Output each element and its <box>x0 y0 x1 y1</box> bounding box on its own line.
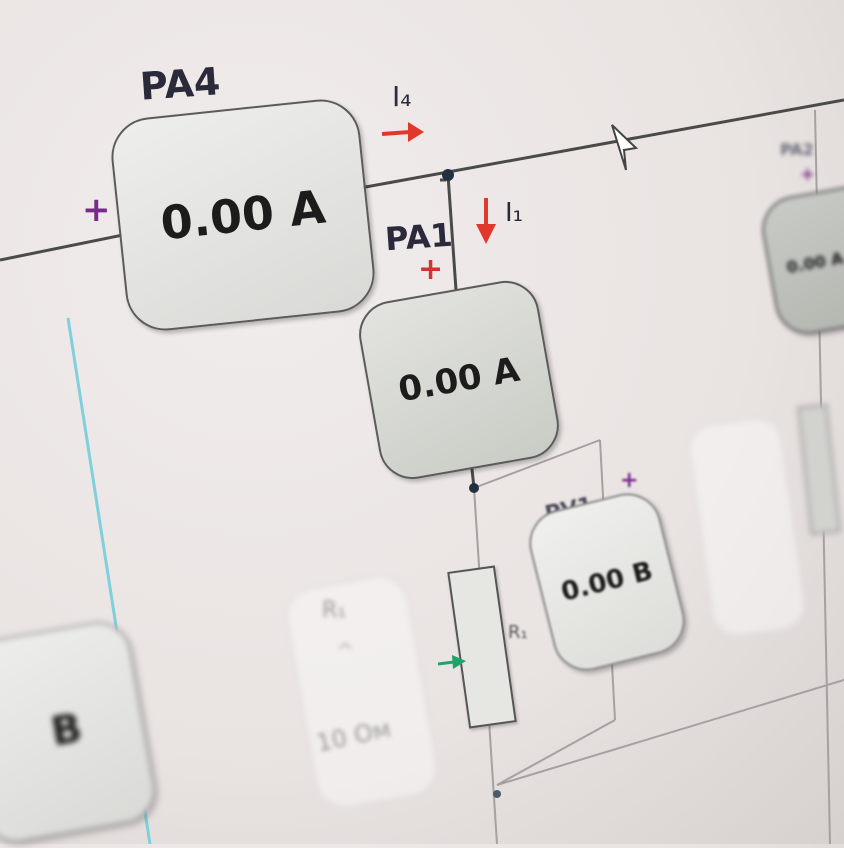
pa2-plus-terminal: + <box>800 164 816 185</box>
ammeter-pa1[interactable]: 0.00 A <box>353 275 565 485</box>
pa2-reading: 0.00 <box>785 251 828 278</box>
pa4-reading: 0.00 <box>158 184 277 251</box>
ammeter-pa4[interactable]: 0.00 A <box>107 95 379 335</box>
pv1-plus-terminal: + <box>620 468 639 493</box>
wire-pv-top <box>473 439 601 489</box>
pa1-reading: 0.00 <box>395 356 485 411</box>
pa1-unit: A <box>489 349 523 394</box>
pa4-unit: A <box>286 179 328 237</box>
wire-pa1-drop <box>446 174 458 291</box>
resistor-r1-label: R₁ <box>508 622 528 643</box>
mouse-cursor-icon <box>611 124 639 171</box>
edge-meter-unit: В <box>47 705 86 756</box>
wire-bottom <box>496 679 844 786</box>
current-i1-label: I₁ <box>505 198 524 228</box>
wire-top <box>359 98 844 190</box>
junction-node <box>469 483 479 493</box>
junction-node <box>442 169 454 181</box>
pv1-unit: В <box>629 556 656 591</box>
current-arrow-right-icon <box>381 122 424 142</box>
wire-left <box>0 232 129 262</box>
pv1-reading: 0.00 <box>558 563 628 608</box>
current-i4-label: I₄ <box>392 80 412 113</box>
rheostat-slider-icon[interactable] <box>438 652 468 672</box>
pa2-label: PA2 <box>780 140 814 159</box>
junction-node <box>493 790 501 798</box>
pa2-unit: A <box>829 248 844 270</box>
pa4-plus-terminal: + <box>82 190 111 230</box>
wire-pv-bottom <box>496 719 616 786</box>
chevron-up-icon[interactable]: ^ <box>336 640 355 665</box>
ghost-r1-label: R₁ <box>322 598 347 623</box>
pa1-plus-terminal: + <box>418 252 444 287</box>
pa4-label: PA4 <box>138 59 222 109</box>
current-arrow-down-icon <box>476 198 496 244</box>
